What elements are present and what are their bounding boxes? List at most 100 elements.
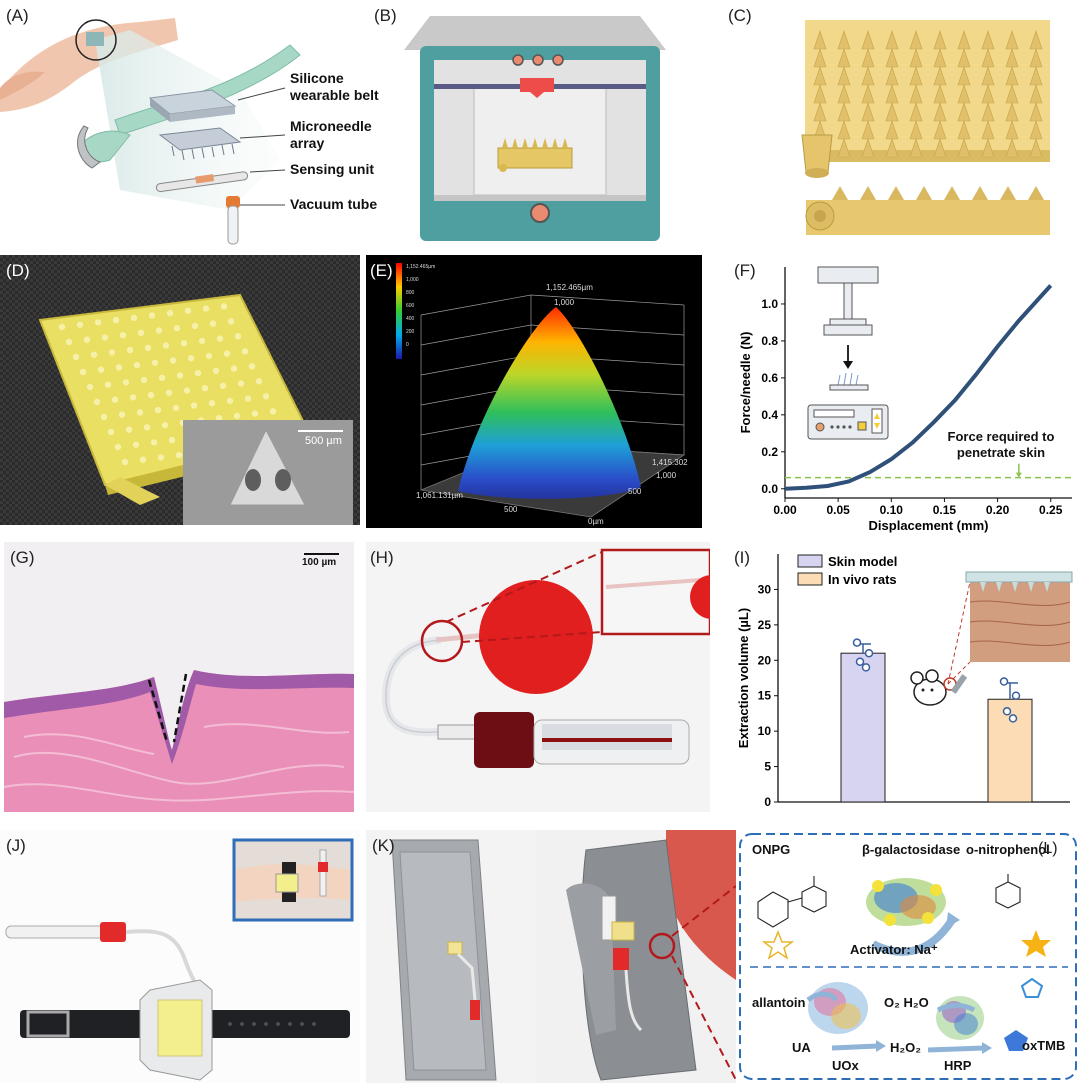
o2-h2o-label: O₂ H₂O xyxy=(884,995,929,1010)
needle-dot xyxy=(133,361,141,369)
hrp-label: HRP xyxy=(944,1058,972,1073)
dim-star-icon xyxy=(761,929,795,960)
printer-button xyxy=(530,203,550,223)
nitrophenol-structure xyxy=(995,874,1021,909)
panel-j-label: (J) xyxy=(6,836,26,855)
panel-k: (K) xyxy=(366,830,736,1083)
insertion-outline-right xyxy=(172,673,188,743)
i-legend-label: Skin model xyxy=(828,554,897,569)
needle-dot xyxy=(227,318,235,325)
e-axis-label-7: 500 xyxy=(504,505,518,514)
panel-c-label: (C) xyxy=(728,6,752,25)
needle-dot xyxy=(90,351,98,358)
rat-icon xyxy=(910,669,968,706)
needle-cone xyxy=(861,138,875,158)
needle-dot xyxy=(194,370,202,377)
needle-dot xyxy=(241,348,249,355)
needle-dot xyxy=(144,344,152,351)
panel-f-label: (F) xyxy=(734,261,756,280)
k-zoom-circle xyxy=(648,932,676,960)
needle-dot xyxy=(107,428,115,436)
colorbar xyxy=(396,263,402,359)
cbar-tick-3: 600 xyxy=(406,303,415,309)
needle-dot xyxy=(104,381,112,388)
needle-dot xyxy=(101,334,109,341)
cbar-tick-5: 200 xyxy=(406,329,415,335)
needle-dot xyxy=(112,316,120,324)
needle-dot xyxy=(269,408,277,415)
cbar-tick-2: 800 xyxy=(406,290,415,296)
reaction-scheme xyxy=(739,833,1077,1080)
needle-dot xyxy=(176,372,184,379)
needle-dot xyxy=(157,454,165,461)
needle-dot xyxy=(139,456,147,463)
i-legend-swatch xyxy=(797,554,823,568)
wearable-watch-photo xyxy=(0,830,360,1083)
needle-dot xyxy=(111,396,119,403)
uox-structure xyxy=(808,982,868,1034)
needle-dot xyxy=(205,352,213,360)
needle-dot xyxy=(154,406,162,414)
needle-dot xyxy=(115,364,123,371)
needle-dot xyxy=(140,376,148,384)
f-y-axis-label: Force/needle (N) xyxy=(738,332,753,434)
panel-b: (B) xyxy=(370,0,700,245)
he-stained-skin-section xyxy=(4,542,354,812)
press-instrument-icon xyxy=(807,266,889,440)
3d-profile-render xyxy=(396,263,686,518)
f-y-tick-label: 1.0 xyxy=(761,297,778,311)
needle-dot xyxy=(169,357,177,364)
needle-dot xyxy=(86,383,94,391)
needle-dot xyxy=(148,312,156,319)
i-data-point xyxy=(855,657,865,666)
panel-d: (D) 500 µm xyxy=(0,255,360,525)
needle-dot xyxy=(150,439,158,446)
callout-microneedle-array: Microneedle array xyxy=(290,118,372,152)
needle-dot xyxy=(97,366,105,373)
needle-dot xyxy=(151,359,159,366)
f-x-tick-label: 0.20 xyxy=(986,503,1010,517)
scheme-border xyxy=(739,833,1077,1080)
panel-g-label: (G) xyxy=(10,548,35,567)
needle-dot xyxy=(155,327,163,334)
i-data-point xyxy=(1011,691,1021,700)
needle-cone xyxy=(837,138,851,158)
needle-dot xyxy=(226,397,234,405)
needle-dot xyxy=(237,380,245,387)
needle-dot xyxy=(230,365,238,372)
needle-dot xyxy=(244,395,252,402)
panel-a: (A) S xyxy=(0,0,400,245)
needle-dot xyxy=(130,314,138,321)
f-x-tick-label: 0.15 xyxy=(933,503,957,517)
needle-dot xyxy=(132,441,140,448)
e-axis-label-6: 1,061.131µm xyxy=(416,491,463,500)
needle-cone xyxy=(933,138,947,158)
magnify-circle xyxy=(75,19,117,61)
i-y-tick-label: 10 xyxy=(758,724,772,738)
needle-dot xyxy=(94,319,102,326)
needle-dot xyxy=(234,333,242,340)
h2o2-label: H₂O₂ xyxy=(890,1040,922,1055)
needle-cone xyxy=(909,138,923,158)
needle-dot xyxy=(118,411,126,418)
needle-dot xyxy=(248,363,256,370)
panel-a-label: (A) xyxy=(6,6,29,25)
panel-g: (G) 100 µm xyxy=(4,542,354,812)
needle-dot xyxy=(93,398,101,406)
f-y-tick-label: 0.8 xyxy=(761,334,778,348)
panel-h-label: (H) xyxy=(370,548,394,567)
bright-star-icon xyxy=(1021,930,1051,957)
needle-dot xyxy=(65,338,73,346)
panel-j: (J) xyxy=(0,830,360,1083)
i-data-point xyxy=(999,677,1009,686)
needle-dot xyxy=(147,391,155,399)
panel-d-label: (D) xyxy=(6,261,30,280)
needle-dot xyxy=(233,412,241,420)
i-y-tick-label: 5 xyxy=(764,760,771,774)
needle-dot xyxy=(183,387,191,394)
callout-microneedle-line1: Microneedle xyxy=(290,118,372,134)
